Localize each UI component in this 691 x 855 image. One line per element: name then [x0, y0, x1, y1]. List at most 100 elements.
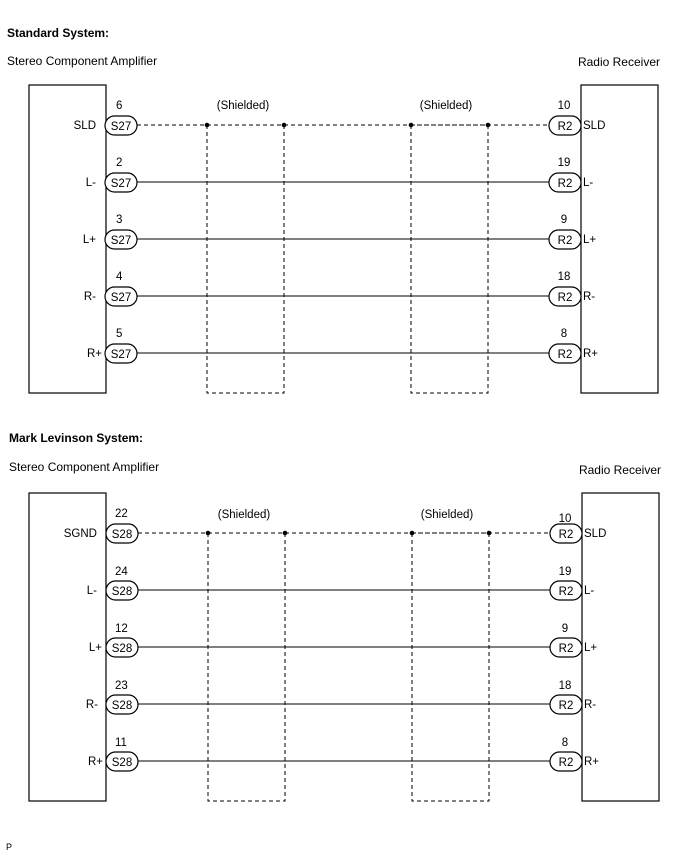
left-connector [104, 343, 138, 364]
left-connector-label: S28 [112, 700, 132, 712]
left-signal-label: R- [86, 699, 98, 711]
left-signal-label: R- [84, 291, 96, 303]
right-connector [549, 580, 583, 601]
right-component-label: Radio Receiver [579, 463, 661, 477]
section-heading: Standard System: [7, 26, 109, 40]
shield-label: (Shielded) [420, 100, 473, 112]
wire-row-l-minus: L- 24 S28 19 R2 L- [87, 566, 594, 601]
right-connector-label: R2 [559, 700, 574, 712]
left-component-label: Stereo Component Amplifier [9, 460, 159, 474]
wire-row-r-plus: R+ 11 S28 8 R2 R+ [88, 737, 599, 772]
right-pin-number: 19 [558, 157, 571, 169]
figure-code: P [6, 842, 12, 852]
left-signal-label: R+ [88, 756, 103, 768]
left-signal-label: L- [87, 585, 97, 597]
right-connector [548, 286, 582, 307]
right-connector-label: R2 [559, 529, 574, 541]
left-connector-label: S27 [111, 121, 131, 133]
wire-row-r-minus: R- 23 S28 18 R2 R- [86, 680, 596, 715]
mark-levinson-system-section: Mark Levinson System: Stereo Component A… [9, 431, 661, 802]
wire-row-l-minus: L- 2 S27 19 R2 L- [86, 157, 593, 193]
right-connector [549, 694, 583, 715]
left-connector-label: S28 [112, 586, 132, 598]
shield-box [411, 532, 490, 802]
left-pin-number: 4 [116, 271, 123, 283]
right-connector [548, 172, 582, 193]
wire-row-r-minus: R- 4 S27 18 R2 R- [84, 271, 595, 307]
left-connector-label: S27 [111, 349, 131, 361]
right-pin-number: 19 [559, 566, 572, 578]
right-pin-number: 18 [559, 680, 572, 692]
right-signal-label: R+ [584, 756, 599, 768]
left-connector [104, 286, 138, 307]
right-pin-number: 9 [562, 623, 568, 635]
shield-label: (Shielded) [218, 509, 271, 521]
right-signal-label: L+ [583, 234, 596, 246]
left-connector [104, 229, 138, 250]
right-signal-label: R+ [583, 348, 598, 360]
left-signal-label: SGND [64, 528, 97, 540]
right-connector-label: R2 [558, 121, 573, 133]
splice-dot [408, 122, 414, 128]
splice-dot [281, 122, 287, 128]
left-connector-label: S28 [112, 643, 132, 655]
right-signal-label: L+ [584, 642, 597, 654]
left-connector [105, 751, 139, 772]
splice-dot [204, 122, 210, 128]
left-connector [104, 172, 138, 193]
right-signal-label: SLD [583, 120, 605, 132]
right-signal-label: L- [583, 177, 593, 189]
right-connector [549, 523, 583, 544]
right-connector [548, 115, 582, 136]
right-signal-label: R- [584, 699, 596, 711]
left-pin-number: 11 [115, 737, 127, 749]
left-connector [105, 637, 139, 658]
left-pin-number: 23 [115, 680, 128, 692]
right-pin-number: 10 [559, 513, 572, 525]
right-signal-label: L- [584, 585, 594, 597]
right-pin-number: 10 [558, 100, 571, 112]
left-connector-label: S27 [111, 235, 131, 247]
left-connector [105, 580, 139, 601]
shield-box [410, 124, 489, 394]
left-signal-label: R+ [87, 348, 102, 360]
right-signal-label: R- [583, 291, 595, 303]
splice-dot [205, 530, 211, 536]
right-connector-label: R2 [558, 235, 573, 247]
left-connector [105, 694, 139, 715]
right-connector-label: R2 [558, 349, 573, 361]
splice-dot [282, 530, 288, 536]
splice-dot [485, 122, 491, 128]
right-connector-label: R2 [559, 643, 574, 655]
left-pin-number: 24 [115, 566, 128, 578]
left-connector-label: S28 [112, 757, 132, 769]
left-pin-number: 3 [116, 214, 122, 226]
right-pin-number: 8 [561, 328, 567, 340]
shield-label: (Shielded) [217, 100, 270, 112]
right-connector-label: R2 [558, 178, 573, 190]
wire-row-sld: SLD 6 S27 10 R2 SLD [74, 100, 605, 136]
left-connector [104, 115, 138, 136]
right-signal-label: SLD [584, 528, 606, 540]
right-component-label: Radio Receiver [578, 55, 660, 69]
wire-row-l-plus: L+ 3 S27 9 R2 L+ [83, 214, 596, 250]
section-heading: Mark Levinson System: [9, 431, 143, 445]
left-connector-label: S28 [112, 529, 132, 541]
left-pin-number: 22 [115, 508, 128, 520]
splice-dot [486, 530, 492, 536]
left-pin-number: 6 [116, 100, 122, 112]
wire-row-l-plus: L+ 12 S28 9 R2 L+ [89, 623, 597, 658]
left-connector-label: S27 [111, 292, 131, 304]
left-pin-number: 12 [115, 623, 128, 635]
wire-row-sgnd: SGND 22 S28 10 R2 SLD [64, 508, 606, 544]
right-pin-number: 8 [562, 737, 568, 749]
left-pin-number: 5 [116, 328, 122, 340]
left-signal-label: L+ [89, 642, 102, 654]
wire-row-r-plus: R+ 5 S27 8 R2 R+ [87, 328, 598, 364]
left-signal-label: SLD [74, 120, 96, 132]
left-connector [105, 523, 139, 544]
right-pin-number: 18 [558, 271, 571, 283]
left-component-label: Stereo Component Amplifier [7, 54, 157, 68]
right-connector [549, 751, 583, 772]
